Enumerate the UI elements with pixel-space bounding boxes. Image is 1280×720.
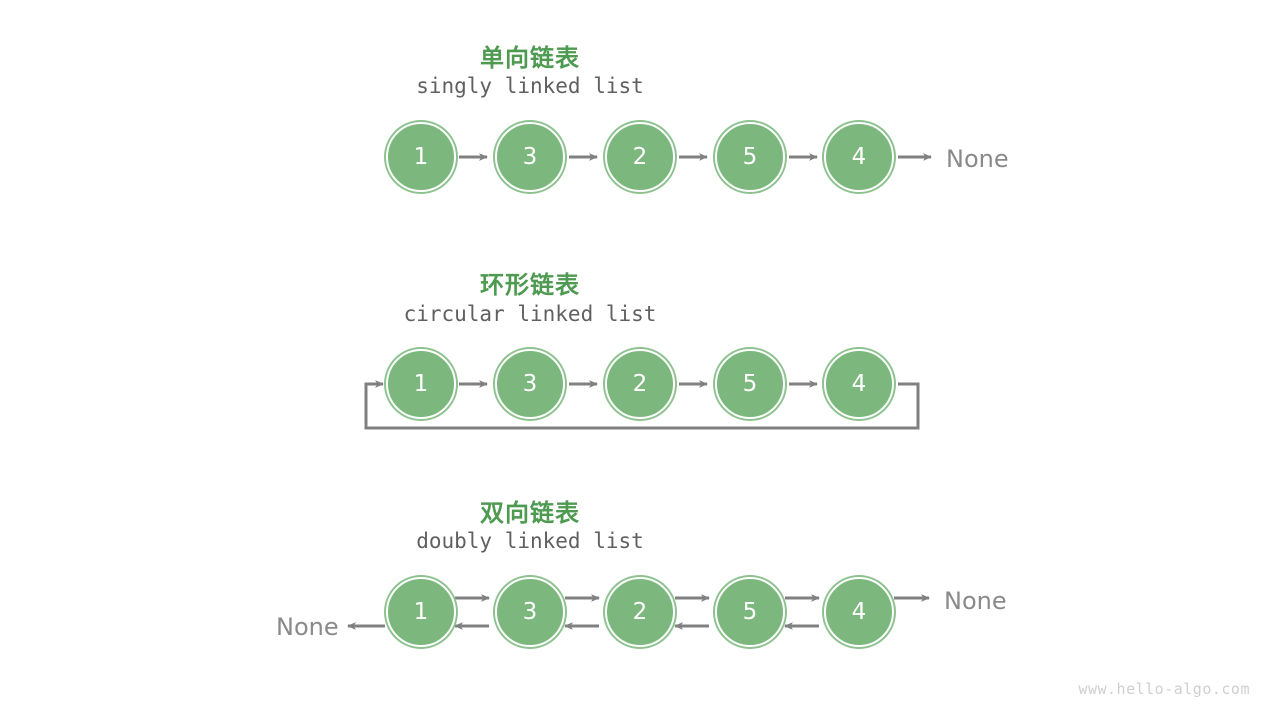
singly-title-en: singly linked list [416, 74, 644, 98]
circular-node-0: 1 [386, 349, 456, 419]
doubly-node-1: 3 [495, 577, 565, 647]
doubly-tail-none-label: None [944, 587, 1007, 615]
singly-node-0: 1 [386, 122, 456, 192]
node-value: 3 [522, 598, 538, 625]
node-value: 5 [742, 598, 758, 625]
node-value: 3 [522, 370, 538, 397]
node-value: 2 [632, 370, 648, 397]
doubly-node-2: 2 [605, 577, 675, 647]
node-value: 1 [413, 370, 429, 397]
doubly-node-3: 5 [715, 577, 785, 647]
singly-title-cn: 单向链表 [480, 44, 580, 72]
circular-node-3: 5 [715, 349, 785, 419]
doubly-head-none-label: None [276, 613, 339, 641]
node-value: 2 [632, 143, 648, 170]
circular-title-cn: 环形链表 [480, 271, 580, 299]
node-value: 1 [413, 143, 429, 170]
node-value: 5 [742, 370, 758, 397]
doubly-node-0: 1 [386, 577, 456, 647]
circular-node-2: 2 [605, 349, 675, 419]
circular-node-4: 4 [824, 349, 894, 419]
node-value: 5 [742, 143, 758, 170]
singly-node-2: 2 [605, 122, 675, 192]
doubly-title-en: doubly linked list [416, 529, 644, 553]
node-value: 1 [413, 598, 429, 625]
node-value: 2 [632, 598, 648, 625]
doubly-node-4: 4 [824, 577, 894, 647]
watermark: www.hello-algo.com [1078, 680, 1250, 698]
circular-node-1: 3 [495, 349, 565, 419]
singly-node-1: 3 [495, 122, 565, 192]
node-value: 4 [851, 143, 867, 170]
singly-node-3: 5 [715, 122, 785, 192]
circular-title-en: circular linked list [403, 302, 657, 326]
node-value: 4 [851, 598, 867, 625]
doubly-title-cn: 双向链表 [480, 499, 580, 527]
singly-node-4: 4 [824, 122, 894, 192]
singly-tail-none-label: None [946, 145, 1009, 173]
node-value: 4 [851, 370, 867, 397]
node-value: 3 [522, 143, 538, 170]
